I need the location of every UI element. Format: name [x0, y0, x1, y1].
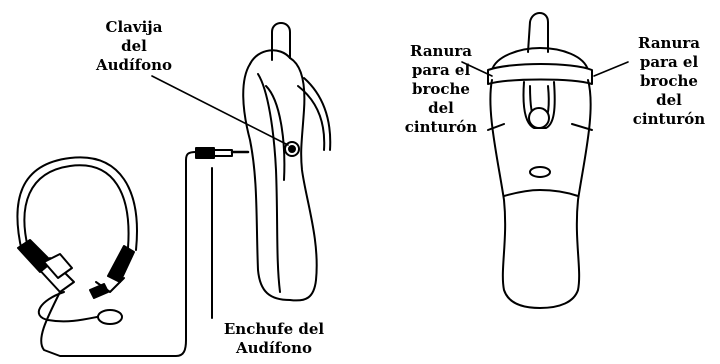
label-line: Audífono: [235, 339, 313, 357]
headset-cable: [40, 147, 250, 357]
label-headset-jack: Clavija del Audífono: [84, 18, 184, 75]
label-headset-plug: Enchufe del Audífono: [204, 320, 344, 358]
label-line: del: [121, 37, 147, 55]
label-line: del: [656, 91, 682, 109]
leader-clip-right: [593, 61, 629, 77]
label-line: Ranura: [410, 42, 472, 60]
label-line: Clavija: [105, 18, 163, 36]
label-line: cinturón: [632, 110, 706, 128]
leader-jack: [151, 75, 289, 146]
label-line: broche: [640, 72, 698, 90]
label-line: cinturón: [404, 118, 478, 136]
label-belt-clip-left: Ranura para el broche del cinturón: [398, 42, 484, 137]
label-line: para el: [639, 53, 699, 71]
label-line: Ranura: [638, 34, 700, 52]
label-line: para el: [411, 61, 471, 79]
label-line: broche: [412, 80, 470, 98]
label-line: del: [428, 99, 454, 117]
label-line: Enchufe del: [223, 320, 325, 338]
phone-side-view: [242, 22, 332, 302]
leader-clip-left: [461, 61, 493, 77]
phone-back-view: [487, 12, 593, 309]
label-belt-clip-right: Ranura para el broche del cinturón: [624, 34, 714, 129]
headset: [16, 156, 138, 325]
label-line: Audífono: [95, 56, 173, 74]
leader-lines: [151, 61, 629, 146]
